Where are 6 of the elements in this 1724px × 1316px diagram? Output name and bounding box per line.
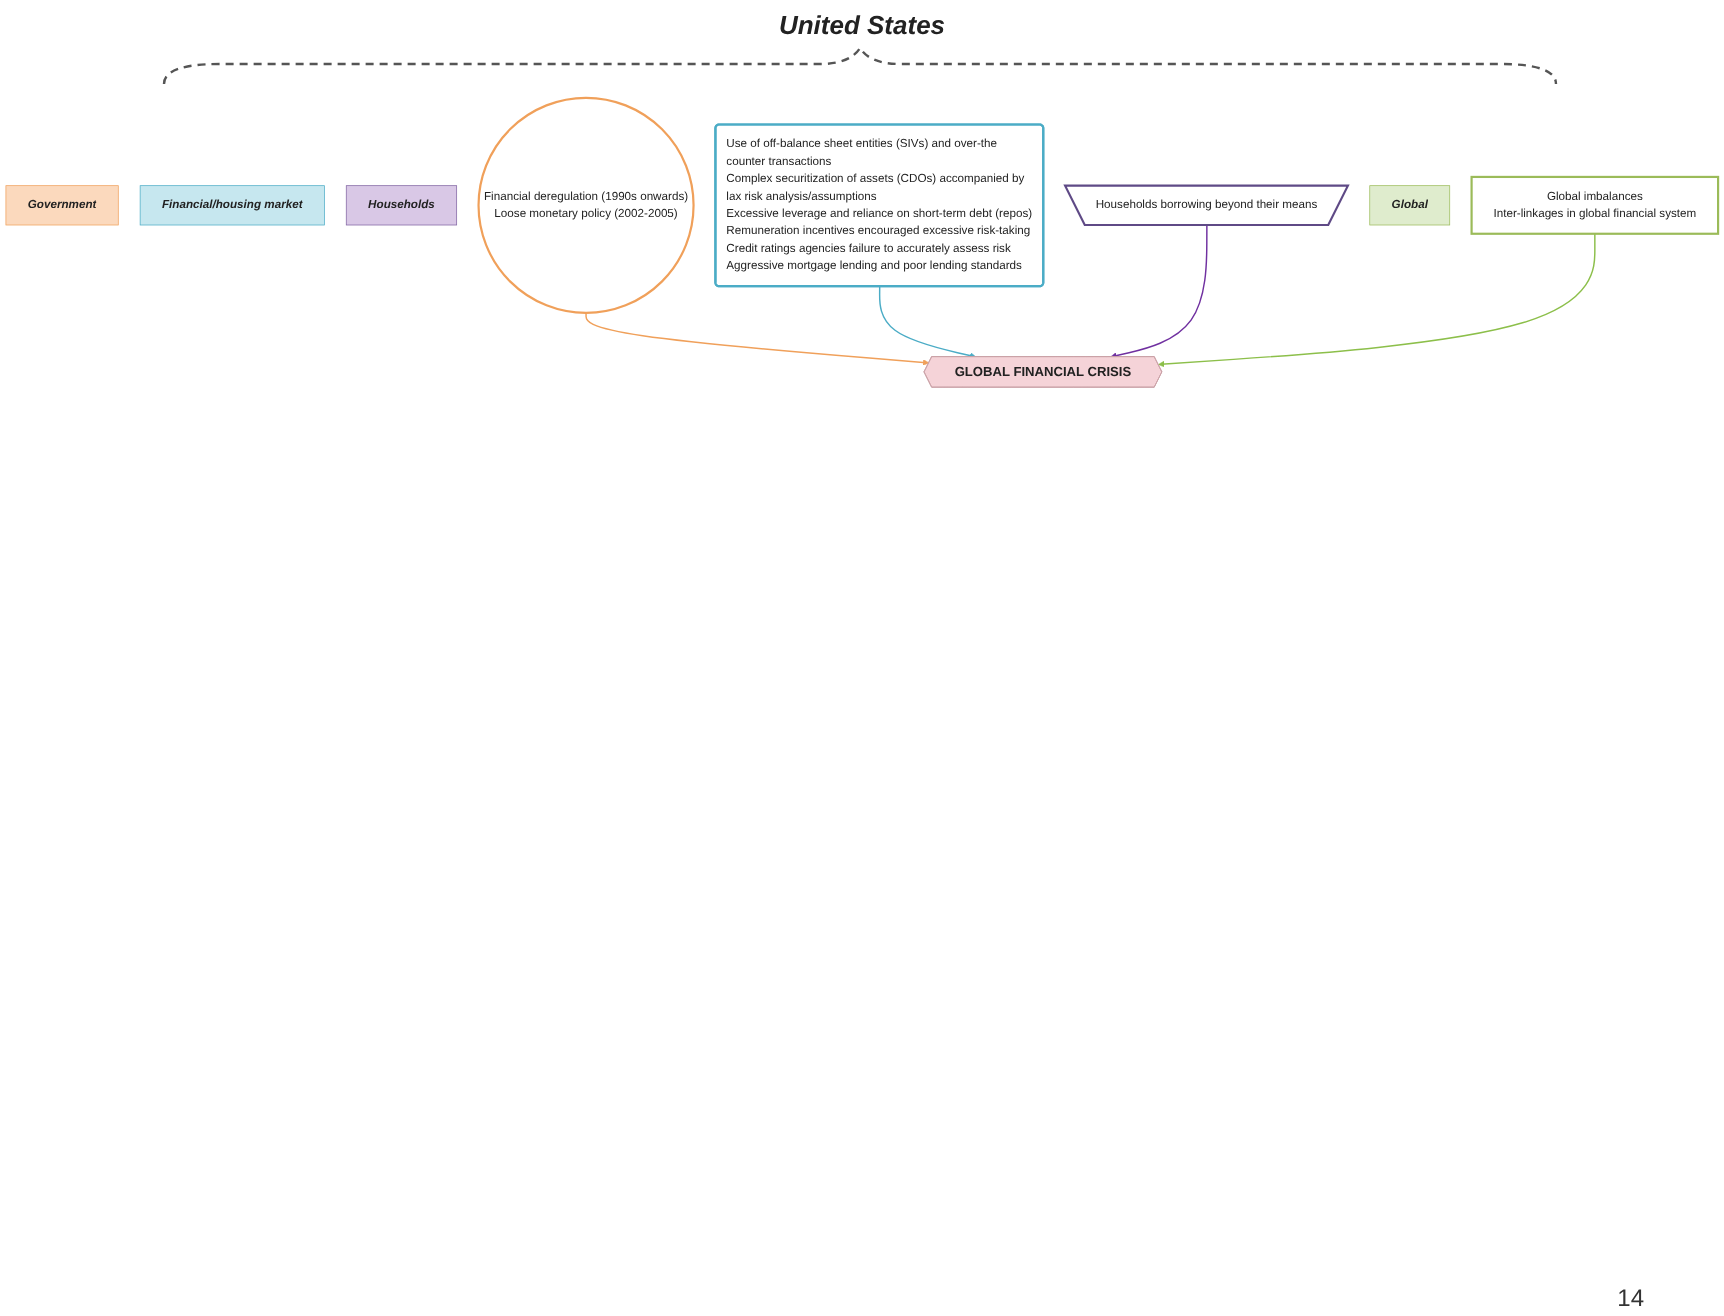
region-heading: United States: [778, 10, 946, 40]
arrow: [878, 285, 977, 359]
arrow: [1110, 224, 1208, 359]
page-number: 14: [1617, 1284, 1644, 1312]
arrow: [1158, 233, 1596, 368]
arrow: [585, 312, 930, 366]
